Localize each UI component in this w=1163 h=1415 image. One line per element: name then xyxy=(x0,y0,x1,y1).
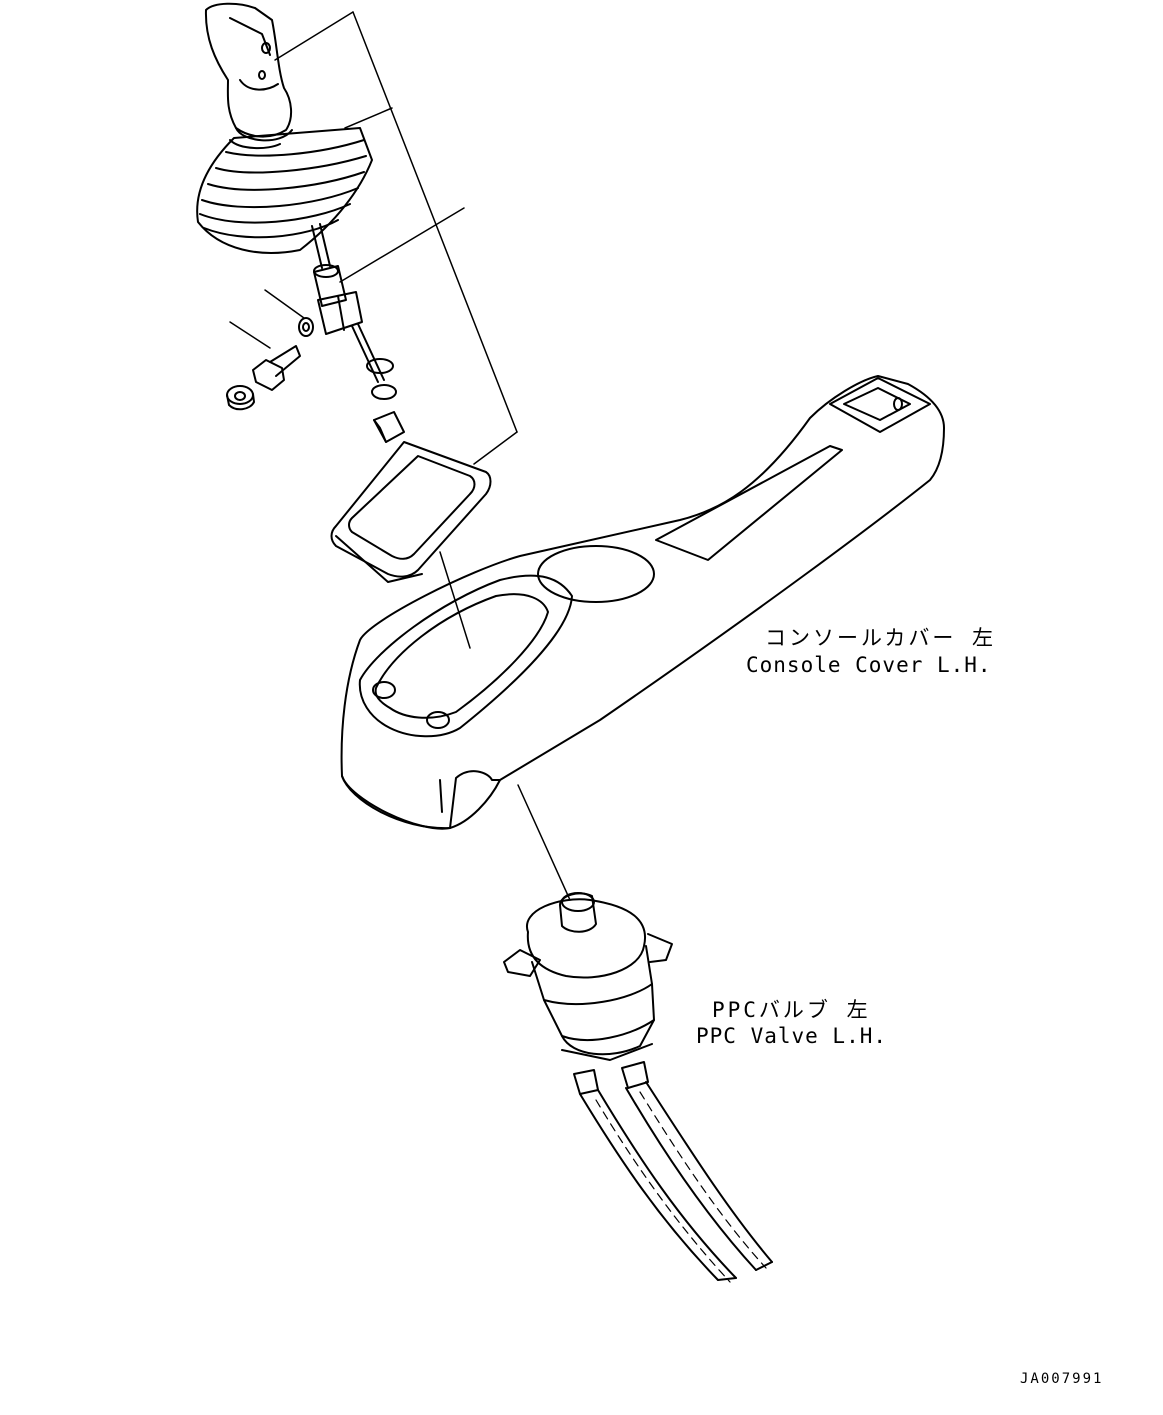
ppc-valve xyxy=(503,892,673,1095)
ppc-valve-label-en: PPC Valve L.H. xyxy=(696,1024,888,1048)
joystick-grip xyxy=(204,2,293,142)
fasteners xyxy=(226,317,314,411)
lever-shaft xyxy=(311,223,405,443)
console-cover-label-jp: コンソールカバー 左 xyxy=(765,626,997,650)
bezel-frame xyxy=(330,441,492,583)
drawing-number: JA007991 xyxy=(1020,1371,1104,1387)
rubber-boot xyxy=(196,127,373,254)
console-cover-label-en: Console Cover L.H. xyxy=(746,653,992,677)
console-cover xyxy=(340,375,945,830)
ppc-valve-label-jp: PPCバルブ 左 xyxy=(712,998,871,1022)
callout-lines xyxy=(229,11,571,901)
ppc-hoses xyxy=(579,1081,773,1283)
